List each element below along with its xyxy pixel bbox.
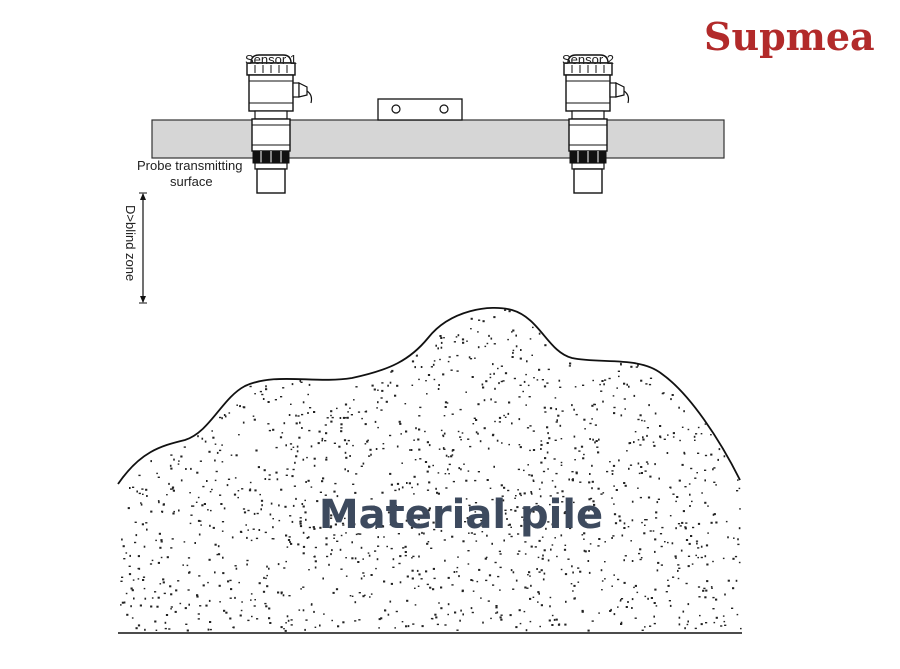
mounting-beam — [151, 119, 725, 159]
probe-label-line1: Probe transmitting — [137, 158, 243, 173]
dimension-arrow-icon — [139, 192, 147, 304]
material-pile — [118, 307, 740, 632]
probe-label-line2: surface — [170, 174, 213, 189]
sensor-2-label: Sensor 2 — [562, 52, 614, 67]
pile-texture — [120, 309, 742, 632]
mounting-bracket-icon — [377, 98, 463, 121]
pile-outline — [117, 307, 741, 485]
sensor-1-label: Sensor 1 — [245, 52, 297, 67]
blind-zone-label: D>blind zone — [123, 205, 138, 281]
brand-logo: Supmea — [704, 14, 875, 59]
material-pile-label: Material pile — [319, 492, 603, 538]
